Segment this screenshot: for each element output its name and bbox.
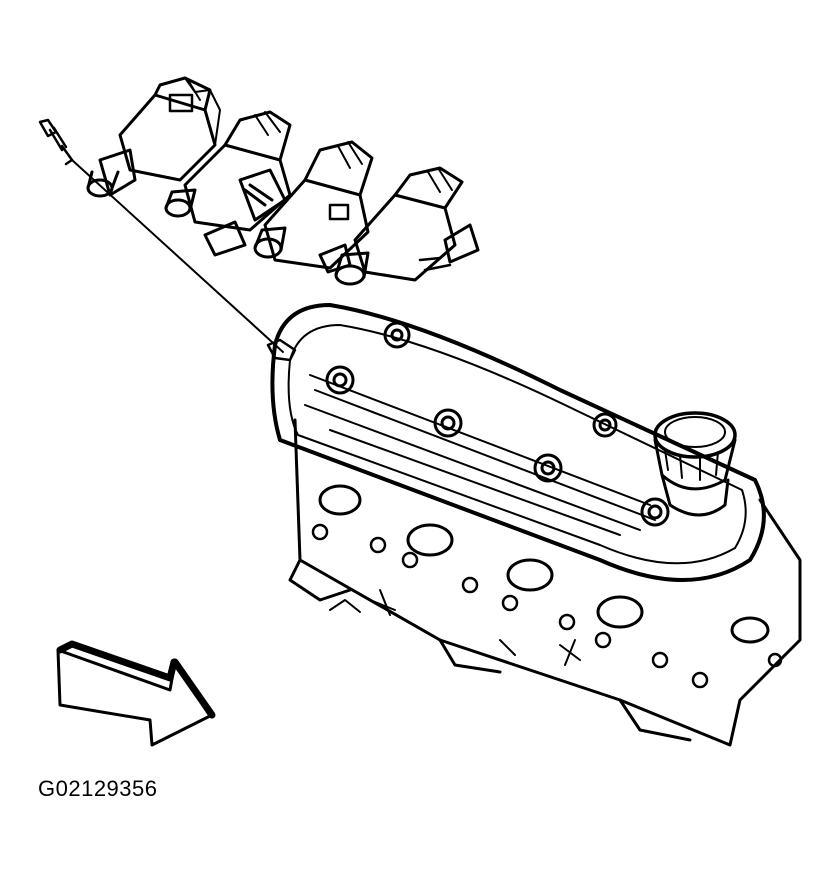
ignition-coil-2 <box>166 112 290 255</box>
direction-arrow <box>58 644 212 745</box>
oil-filler-cap <box>655 413 735 515</box>
cylinder-head <box>290 420 800 745</box>
valve-cover-bolts <box>327 323 668 525</box>
figure-id-label: G02129356 <box>38 776 158 801</box>
leader-line <box>72 160 283 352</box>
ignition-coil-1 <box>88 78 220 196</box>
coil-mounting-bolt <box>40 120 72 164</box>
valve-cover <box>268 305 764 580</box>
ignition-coil-4 <box>336 168 478 284</box>
